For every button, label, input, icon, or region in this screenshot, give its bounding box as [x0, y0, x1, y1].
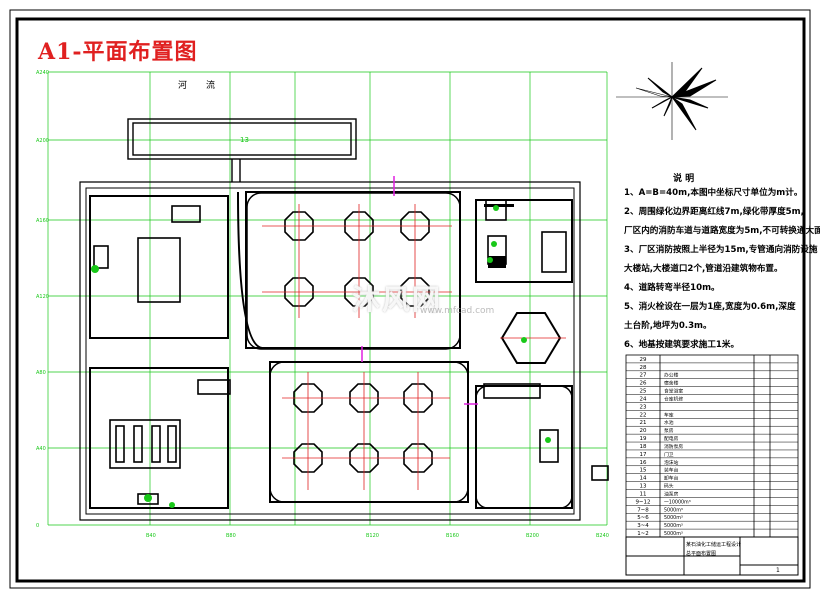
legend-row-name: 食堂浴室 — [664, 388, 683, 395]
legend-row-number: 11 — [640, 491, 647, 497]
legend-row-name: 码头 — [664, 483, 674, 490]
legend-row-number: 14 — [640, 476, 647, 482]
legend-row-number: 23 — [640, 404, 647, 410]
legend-row-name: 水池 — [664, 419, 674, 426]
inner-frame — [15, 17, 806, 583]
legend-row-number: 22 — [640, 412, 647, 418]
legend-row-number: 26 — [640, 381, 647, 387]
outer-frame — [9, 9, 811, 589]
legend-row-number: 3~4 — [637, 523, 649, 529]
site-boundary — [79, 181, 581, 521]
legend-row-name: 5000m³ — [664, 507, 683, 513]
dock — [127, 118, 357, 160]
legend-row-number: 27 — [640, 373, 647, 379]
legend-row-number: 24 — [640, 396, 647, 402]
access-road — [231, 159, 241, 182]
legend-row-name: 卸车台 — [664, 475, 679, 482]
axis-left-tick: A160 — [36, 218, 49, 224]
note-line: 4、道路转弯半径10m。 — [624, 283, 720, 293]
tank-group-upper — [284, 211, 430, 307]
legend-row-number: 5~6 — [637, 515, 649, 521]
legend-row-number: 1~2 — [637, 531, 649, 537]
legend-row-number: 20 — [640, 428, 647, 434]
legend-row-name: 办公楼 — [664, 372, 679, 379]
axis-bottom-tick: B200 — [526, 533, 539, 539]
tank-group-lower — [293, 383, 433, 473]
note-line: 土台阶,地坪为0.3m。 — [624, 321, 712, 331]
legend-row-number: 19 — [640, 436, 647, 442]
note-line: 3、厂区消防按照上半径为15m,专管通向消防设施 — [624, 245, 818, 255]
drawing-title: A1-平面布置图 — [38, 39, 198, 65]
legend-row-name: 5000m³ — [664, 515, 683, 521]
legend-row-name: 装车台 — [664, 467, 679, 474]
legend-row-name: 门卫 — [664, 451, 674, 458]
axis-left-tick: A120 — [36, 294, 49, 300]
legend-row-number: 17 — [640, 452, 647, 458]
legend-row-number: 29 — [640, 357, 647, 363]
dock-number: 13 — [240, 136, 249, 144]
axis-bottom-labels: B40 B80 B120 B160 B200 B240 — [146, 533, 609, 539]
legend-row-name: 泵房 — [664, 427, 674, 434]
legend-row-number: 28 — [640, 365, 647, 371]
legend-row-number: 9~12 — [635, 499, 650, 505]
notes-title: 说 明 — [673, 174, 695, 184]
legend-row-name: 消防泵房 — [664, 443, 683, 450]
legend-row-number: 7~8 — [637, 507, 649, 513]
legend-row-number: 15 — [640, 468, 647, 474]
legend-row-number: 18 — [640, 444, 647, 450]
legend-row-number: 16 — [640, 460, 647, 466]
watermark-url: www.mfcad.com — [420, 306, 495, 316]
internal-blocks — [89, 191, 573, 509]
note-line: 6、地基按建筑要求施工1米。 — [624, 340, 740, 350]
title-block-sheet: 1 — [776, 567, 780, 574]
axis-bottom-tick: B40 — [146, 533, 156, 539]
coordinate-grid — [47, 71, 608, 526]
legend-row-name: 车库 — [664, 411, 674, 418]
legend-row-name: 配电房 — [664, 435, 679, 442]
axis-bottom-tick: B160 — [446, 533, 459, 539]
legend-row-name: 一10000m³ — [664, 499, 691, 505]
magenta-markers — [361, 176, 478, 405]
legend-row-name: 仓库机修 — [664, 395, 683, 402]
legend-table-rows — [626, 362, 798, 538]
buildings — [93, 199, 609, 505]
legend-row-number: 25 — [640, 389, 647, 395]
legend-row-number: 21 — [640, 420, 647, 426]
legend-row-name: 5000m³ — [664, 531, 683, 537]
note-line: 1、A=B=40m,本图中坐标尺寸单位为m计。 — [624, 188, 803, 198]
compass-rose — [616, 62, 728, 140]
title-block-project: 某石油化工储运工程设计 — [686, 541, 741, 548]
legend-table-text: 29 28 27 办公楼 26 宿舍楼 25 食堂浴室 24 仓库机修 23 22 车库 21 水池 20 泵房… — [635, 357, 690, 537]
axis-left-tick: A200 — [36, 138, 49, 144]
legend-row-number: 13 — [640, 484, 647, 490]
note-line: 厂区内的消防车道与道路宽度为5m,不可转换通大面积。 — [624, 226, 820, 236]
title-block — [625, 536, 799, 576]
legend-row-name: 5000m³ — [664, 523, 683, 529]
note-line: 大楼站,大楼道口2个,管道沿建筑物布置。 — [624, 264, 783, 274]
legend-row-name: 油泵房 — [664, 490, 679, 497]
axis-left-tick: A80 — [36, 370, 46, 376]
river-label-1: 河 — [178, 79, 187, 91]
grid-markers — [91, 205, 551, 508]
axis-bottom-tick: B80 — [226, 533, 236, 539]
rounded-blocks — [246, 192, 573, 509]
axis-left-tick: 0 — [36, 523, 39, 529]
title-block-drawing: 总平面布置图 — [686, 550, 716, 557]
axis-left-tick: A240 — [36, 70, 49, 76]
river-label-2: 流 — [206, 79, 215, 91]
watermark: 沐风网 — [352, 283, 443, 316]
axis-bottom-tick: B240 — [596, 533, 609, 539]
axis-bottom-tick: B120 — [366, 533, 379, 539]
legend-row-name: 泡沫站 — [664, 459, 679, 466]
tank-centerlines — [262, 204, 566, 490]
axis-left-tick: A40 — [36, 446, 46, 452]
legend-table — [625, 354, 799, 538]
legend-row-name: 宿舍楼 — [664, 380, 679, 387]
note-line: 2、周围绿化边界距离红线7m,绿化带厚度5m, — [624, 207, 804, 217]
note-line: 5、消火栓设在一层为1座,宽度为0.6m,深度 — [624, 302, 796, 312]
